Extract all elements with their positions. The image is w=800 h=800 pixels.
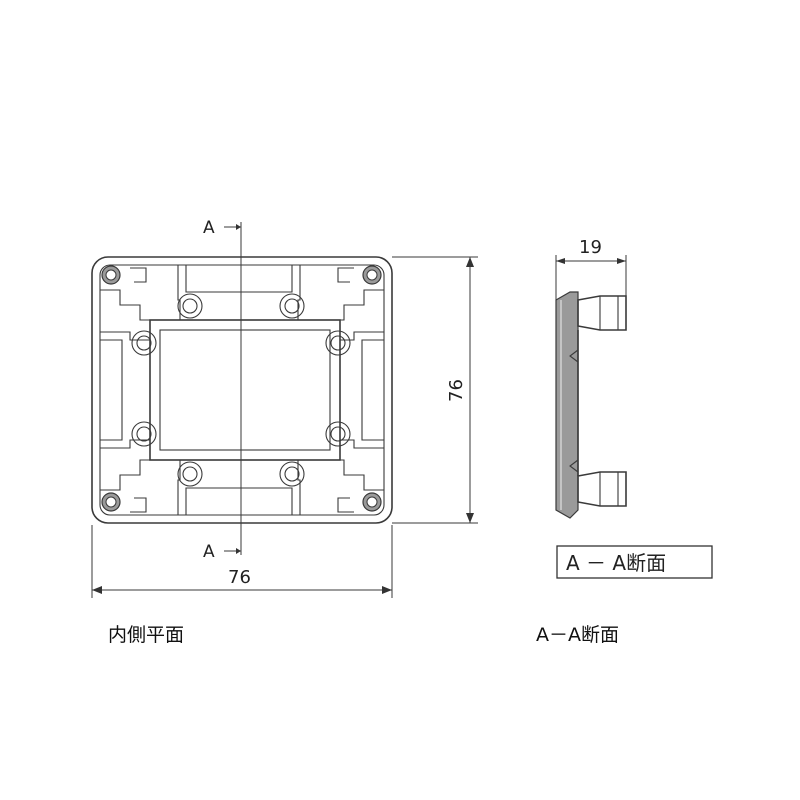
plan-view-caption: 内側平面	[108, 624, 185, 646]
center-frame-inner	[159, 329, 331, 451]
section-upper-boss	[577, 295, 627, 331]
top-channel-inner	[185, 265, 293, 293]
corner-pocket-tl	[100, 289, 150, 321]
notch-bl	[130, 497, 147, 513]
section-mark-top: A	[203, 218, 215, 238]
right-channel-inner	[361, 339, 384, 441]
center-frame-outer	[149, 319, 341, 461]
section-mark-bottom: A	[203, 542, 215, 562]
plate-inner-outline	[99, 264, 385, 516]
notch-tr	[337, 267, 354, 283]
plate-outline	[91, 256, 393, 524]
corner-pocket-bl	[100, 459, 150, 491]
section-view: 19 A － A断面	[555, 237, 713, 579]
depth-dimension: 19	[579, 237, 602, 258]
section-base-plate	[555, 291, 579, 519]
section-label-box-text: A － A断面	[566, 551, 666, 575]
bottom-channel-inner	[185, 487, 293, 515]
corner-pocket-br	[340, 459, 384, 491]
height-dimension: 76	[446, 379, 467, 402]
width-dimension: 76	[228, 567, 251, 588]
notch-tl	[130, 267, 147, 283]
section-label-box	[556, 545, 713, 579]
corner-pocket-tr	[340, 289, 384, 321]
notch-br	[337, 497, 354, 513]
right-channel	[340, 331, 384, 449]
mounting-bosses	[131, 293, 351, 487]
section-view-caption: A－A断面	[536, 624, 619, 646]
left-channel-inner	[100, 339, 123, 441]
section-lower-boss	[577, 471, 627, 507]
plan-view: A A 76 76	[91, 218, 478, 598]
